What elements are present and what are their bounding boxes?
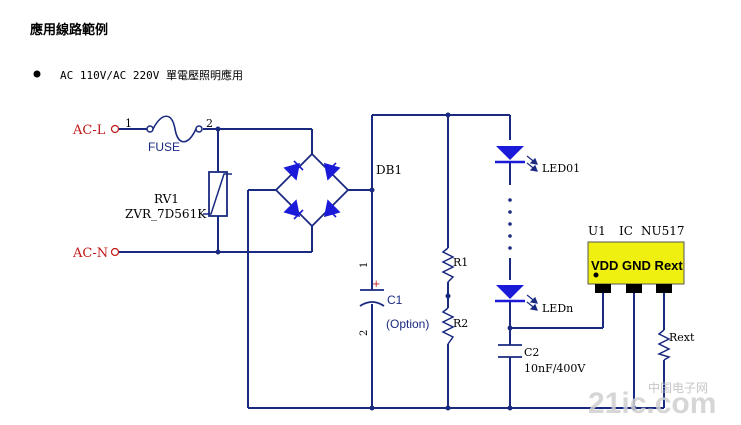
c2-label: C2 bbox=[524, 346, 539, 359]
watermark-cn: 中国电子网 bbox=[648, 380, 708, 395]
rv1-label: RV1 bbox=[154, 192, 179, 206]
page-heading: 應用線路範例 bbox=[30, 22, 108, 38]
ic-part-label: NU517 bbox=[641, 224, 685, 238]
rext-label: Rext bbox=[669, 331, 695, 344]
ac-l-terminal bbox=[110, 124, 120, 134]
c1-pin2-label: 2 bbox=[359, 330, 370, 336]
ac-l-label: AC-L bbox=[72, 123, 106, 138]
fuse-pin2-label: 2 bbox=[206, 117, 213, 130]
c2-value-label: 10nF/400V bbox=[524, 362, 586, 375]
c1-label: C1 bbox=[387, 293, 403, 307]
capacitor-c2 bbox=[498, 344, 522, 358]
r2-label: R2 bbox=[453, 317, 468, 330]
c1-option-label: (Option) bbox=[386, 317, 429, 331]
c1-pin1-label: 1 bbox=[359, 262, 370, 268]
resistor-r1 bbox=[441, 247, 455, 283]
ac-n-label: AC-N bbox=[72, 246, 108, 261]
fuse-symbol bbox=[146, 115, 203, 143]
varistor-rv1 bbox=[203, 171, 232, 217]
led01-label: LED01 bbox=[542, 162, 580, 175]
ic-label: IC bbox=[619, 224, 633, 238]
capacitor-c1 bbox=[359, 289, 385, 307]
u1-label: U1 bbox=[588, 224, 606, 238]
fuse-pin1-label: 1 bbox=[125, 117, 132, 130]
ledn-label: LEDn bbox=[542, 302, 573, 315]
rv1-part-label: ZVR_7D561K bbox=[125, 207, 207, 221]
fuse-label: FUSE bbox=[148, 140, 180, 154]
resistor-rext bbox=[656, 329, 671, 361]
resistor-r2 bbox=[441, 307, 455, 345]
ic-nu517-chip bbox=[587, 241, 685, 293]
wires bbox=[119, 114, 665, 409]
c1-plus-sign: + bbox=[372, 279, 380, 290]
ledn-symbol bbox=[495, 285, 538, 311]
junction-dots bbox=[215, 112, 637, 411]
ic-pin-names: VDD GND Rext bbox=[591, 258, 683, 273]
application-title: AC 110V/AC 220V 單電壓照明應用 bbox=[60, 68, 243, 82]
bridge-rectifier-db1 bbox=[274, 152, 350, 228]
bullet-dot bbox=[33, 70, 41, 78]
r1-label: R1 bbox=[453, 256, 468, 269]
db1-label: DB1 bbox=[376, 163, 402, 177]
led01-symbol bbox=[495, 146, 538, 172]
led-string-ellipsis bbox=[508, 198, 512, 250]
watermark-logo: 21ic.com bbox=[588, 387, 716, 420]
ac-n-terminal bbox=[110, 247, 120, 257]
